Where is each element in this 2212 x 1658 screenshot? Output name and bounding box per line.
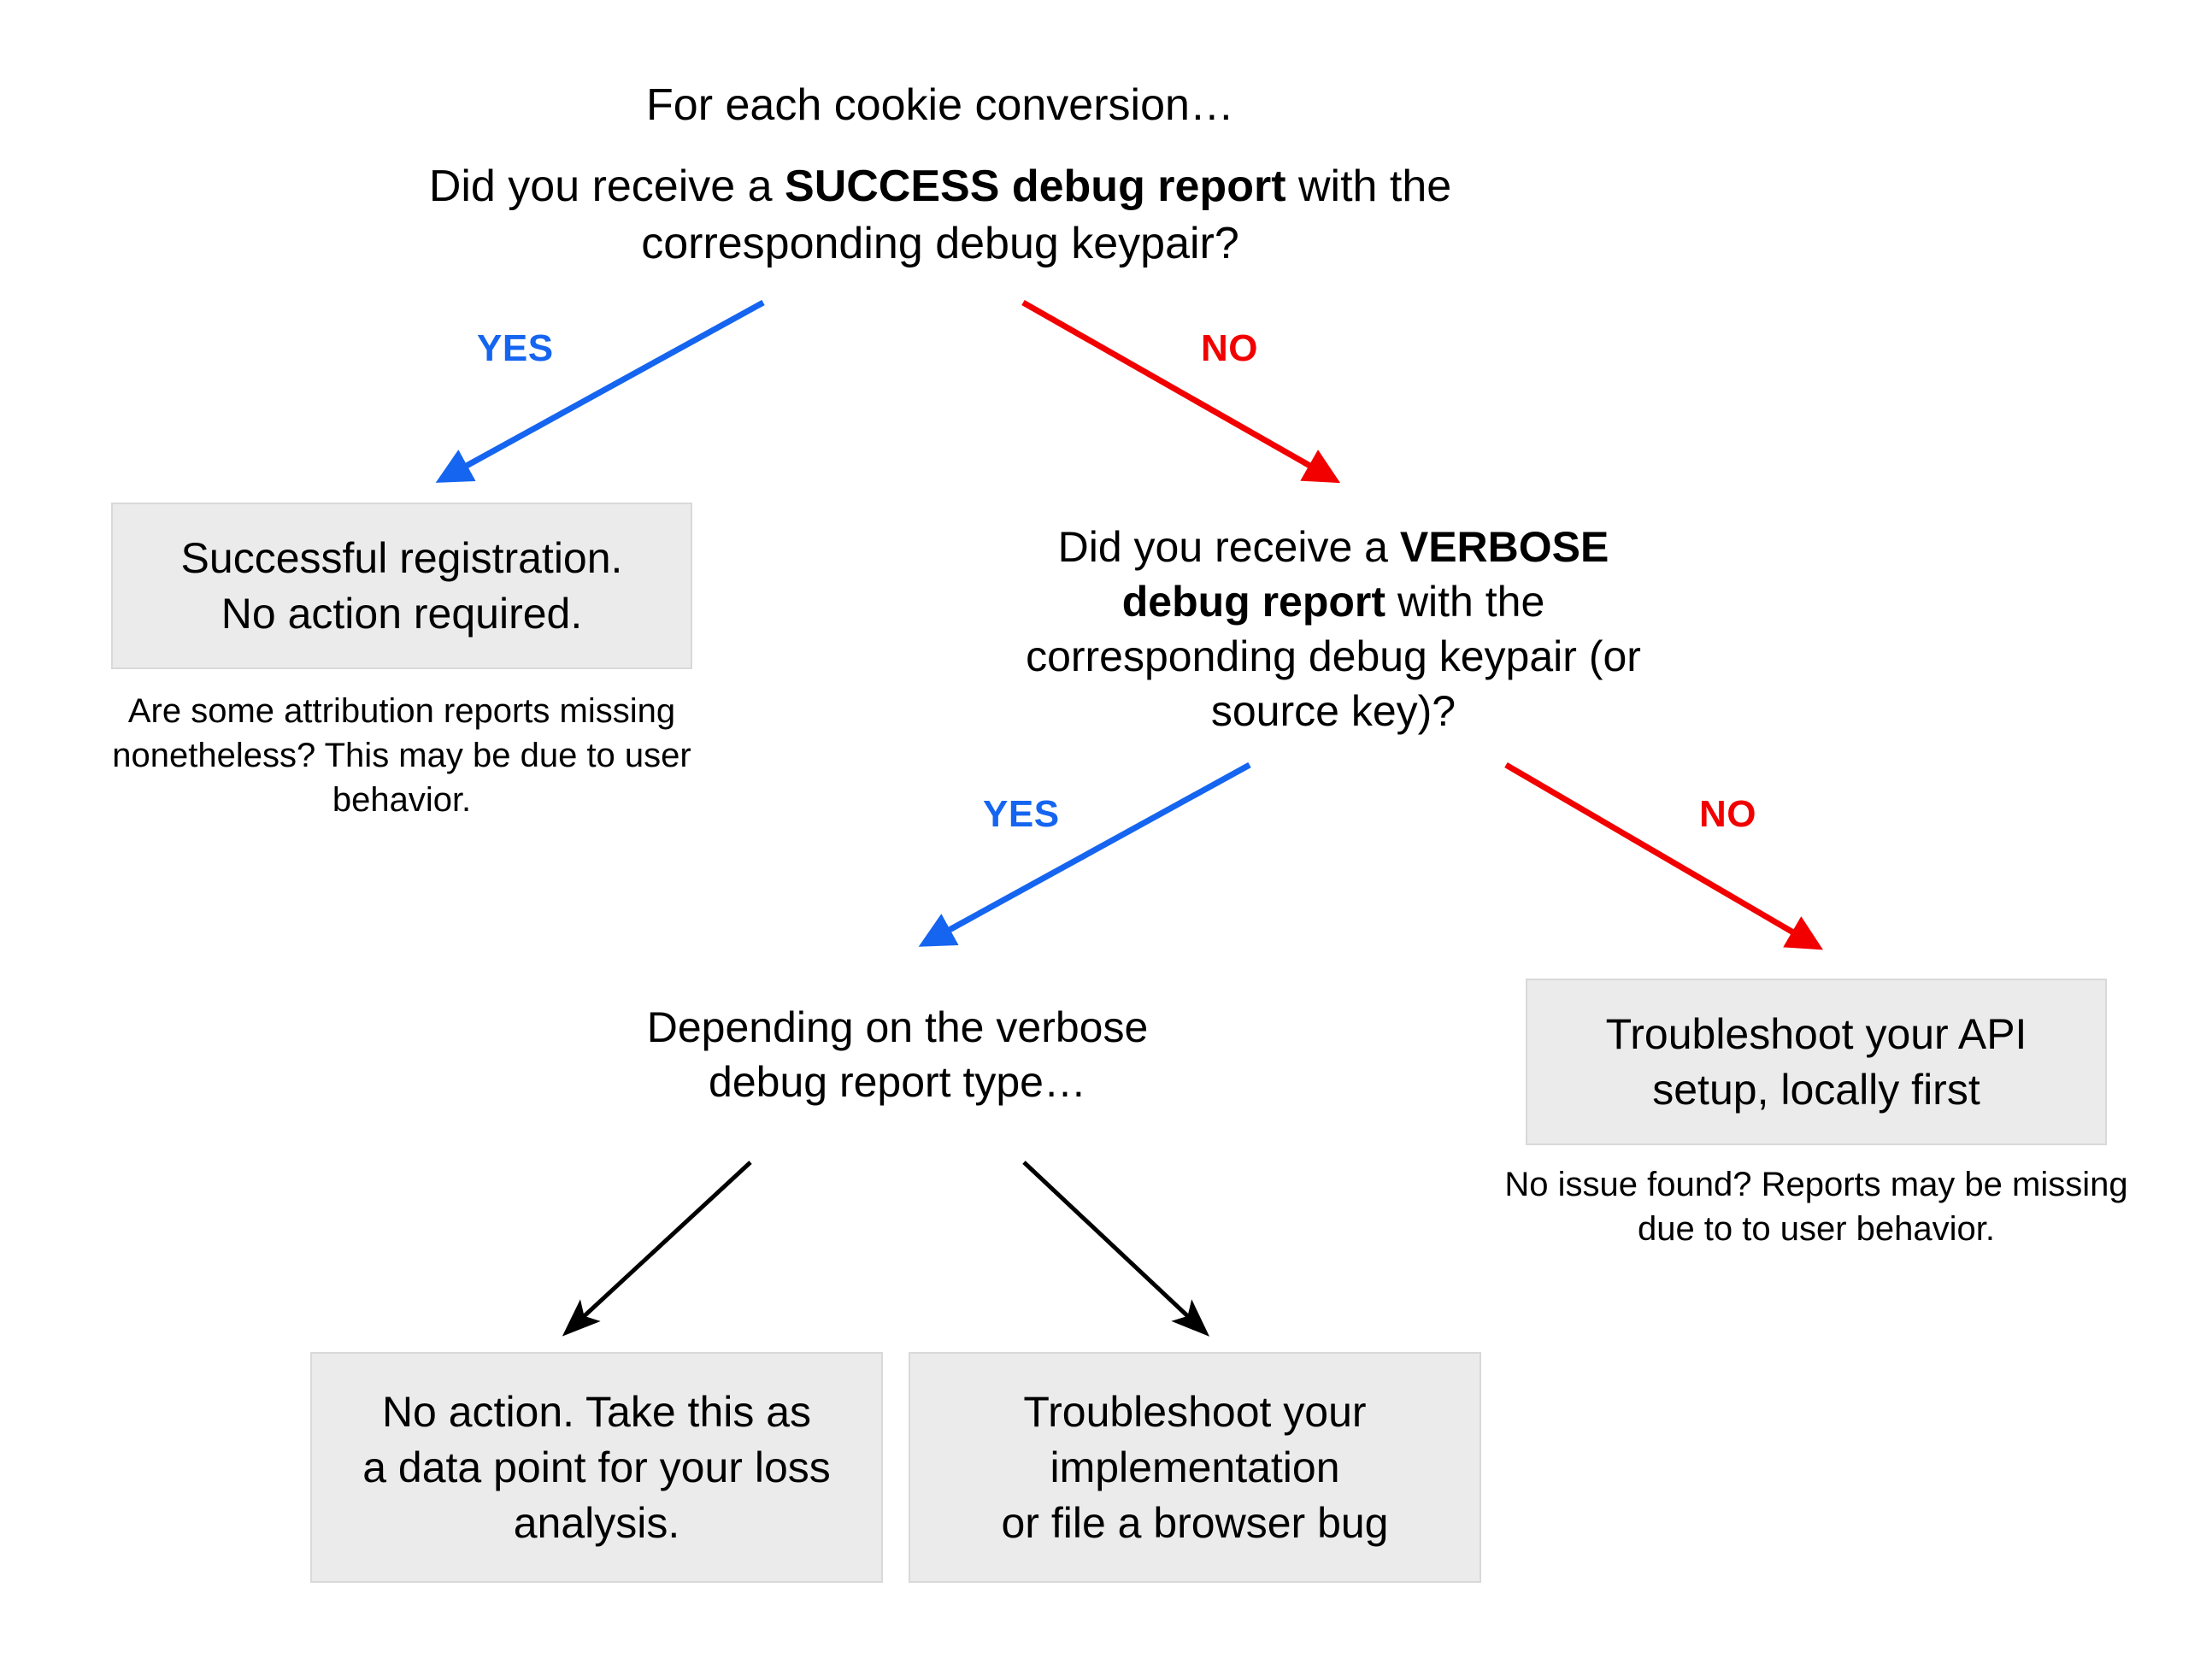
edge-label-q1-no: NO — [1201, 327, 1258, 369]
impl-box-line-1: Troubleshoot your — [1023, 1387, 1367, 1436]
box-troubleshoot-implementation[interactable]: Troubleshoot your implementation or file… — [909, 1352, 1481, 1583]
edge-verbose-to-no-action — [562, 1161, 752, 1337]
edge-verbose-to-implementation — [1022, 1161, 1210, 1337]
box-no-action-loss-analysis[interactable]: No action. Take this as a data point for… — [310, 1352, 883, 1583]
q2-strong: VERBOSE debug report — [1121, 523, 1609, 626]
question-verbose-debug-report: Did you receive a VERBOSE debug report w… — [1009, 520, 1658, 738]
success-box-line-1: Successful registration. — [180, 533, 623, 582]
edge-q2-no — [1504, 761, 1823, 950]
q2-pre: Did you receive a — [1057, 523, 1400, 571]
note-attribution-reports-missing: Are some attribution reports missing non… — [112, 692, 691, 819]
edge-label-q2-yes: YES — [983, 793, 1060, 835]
q1-pre: Did you receive a — [428, 162, 785, 211]
success-box-line-2: No action required. — [221, 589, 583, 638]
no-action-box-line-1: No action. Take this as — [381, 1387, 812, 1436]
edge-q2-yes — [918, 761, 1251, 947]
q1-strong: SUCCESS debug report — [785, 162, 1286, 211]
q1-post: with the corresponding debug keypair? — [641, 162, 1452, 268]
api-box-line-1: Troubleshoot your API — [1605, 1009, 2027, 1058]
text-verbose-report-type: Depending on the verbose debug report ty… — [646, 1003, 1149, 1106]
question-success-debug-report: Did you receive a SUCCESS debug report w… — [299, 158, 1581, 272]
q2-post: with the corresponding debug keypair (or… — [1026, 578, 1641, 735]
edge-label-q1-yes: YES — [477, 327, 554, 369]
no-action-box-line-3: analysis. — [513, 1498, 680, 1547]
box-troubleshoot-api-setup[interactable]: Troubleshoot your API setup, locally fir… — [1526, 979, 2107, 1145]
api-box-line-2: setup, locally first — [1652, 1065, 1980, 1114]
note-no-issue-found: No issue found? Reports may be missing d… — [1504, 1166, 2128, 1248]
no-action-box-line-2: a data point for your loss — [362, 1443, 831, 1491]
impl-box-line-3: or file a browser bug — [1001, 1498, 1389, 1547]
edge-label-q2-no: NO — [1699, 793, 1756, 835]
box-successful-registration[interactable]: Successful registration. No action requi… — [111, 503, 692, 669]
impl-box-line-2: implementation — [1050, 1443, 1340, 1491]
intro-text: For each cookie conversion… — [646, 80, 1234, 130]
edge-q1-no — [1021, 299, 1341, 484]
